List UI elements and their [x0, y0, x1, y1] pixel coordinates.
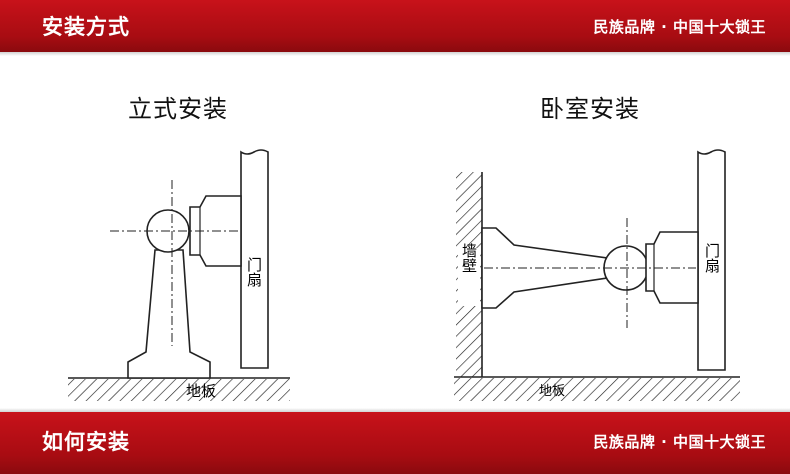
- right-door-label: 门扇: [703, 243, 721, 273]
- footer-title: 如何安装: [42, 430, 130, 454]
- left-door-label: 门扇: [245, 257, 263, 287]
- right-floor-label: 地板: [539, 384, 565, 399]
- header-slogan: 民族品牌 · 中国十大锁王: [593, 17, 766, 36]
- right-wall: [456, 172, 483, 377]
- left-stopper-stand: [127, 249, 211, 379]
- right-floor: [454, 376, 740, 401]
- left-floor-stopper-diagram: 门扇 地板: [68, 149, 290, 401]
- right-door-panel: [697, 149, 726, 371]
- header-title: 安装方式: [42, 15, 130, 39]
- header-banner: 安装方式 民族品牌 · 中国十大锁王: [0, 0, 790, 52]
- right-wall-stopper-diagram: 墙壁 门扇 地板: [454, 149, 740, 401]
- right-diagram-caption: 卧室安装: [540, 95, 640, 123]
- left-floor-label: 地板: [186, 382, 216, 400]
- footer-banner: 如何安装 民族品牌 · 中国十大锁王: [0, 412, 790, 474]
- footer-slogan: 民族品牌 · 中国十大锁王: [593, 432, 766, 451]
- left-floor: [68, 377, 290, 401]
- left-diagram-caption: 立式安装: [128, 95, 228, 123]
- left-door-panel: [240, 149, 269, 369]
- right-wall-label: 墙壁: [460, 243, 478, 273]
- header-shadow: [0, 52, 790, 56]
